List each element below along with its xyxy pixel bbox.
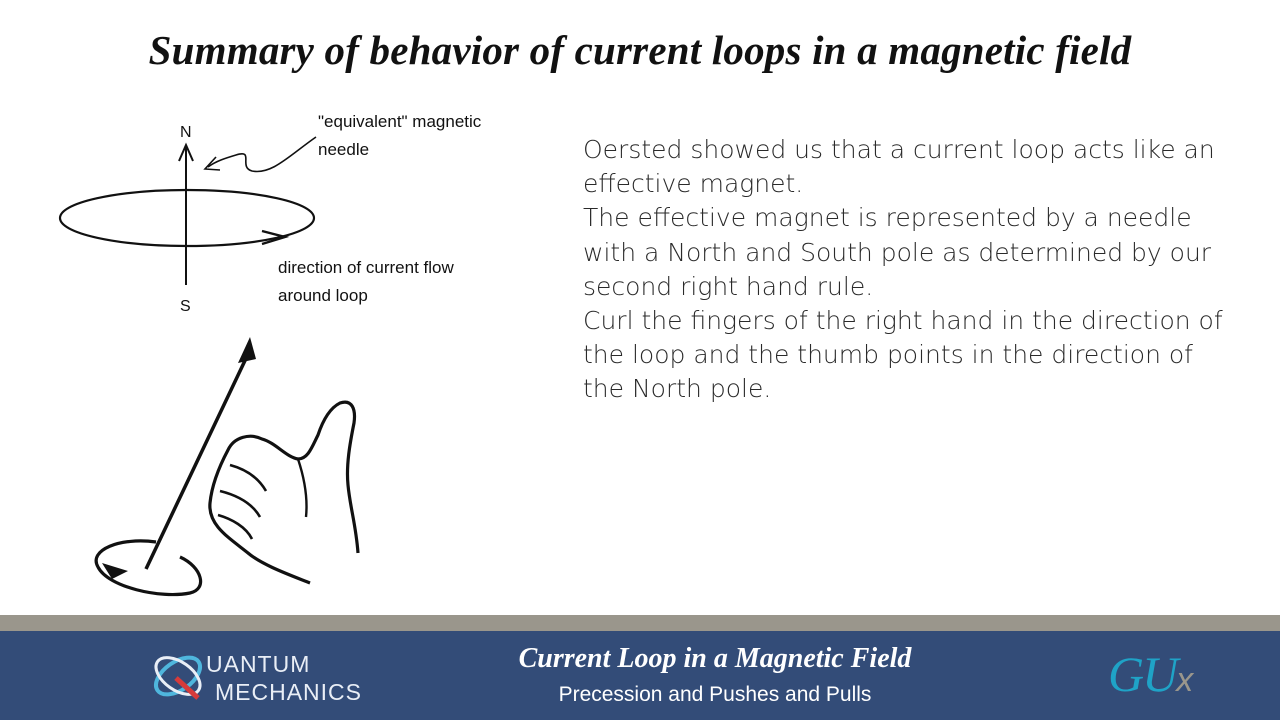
- logo-text-line2: MECHANICS: [215, 679, 363, 705]
- gux-logo-main: GU: [1108, 646, 1178, 702]
- lecture-title: Current Loop in a Magnetic Field: [518, 643, 912, 674]
- needle-pointer-curve: [207, 136, 317, 173]
- paragraph-oersted: Oersted showed us that a current loop ac…: [583, 135, 1215, 199]
- thumb-crease: [296, 458, 308, 518]
- finger-line-1: [229, 463, 268, 492]
- needle-label-line1: "equivalent" magnetic: [318, 112, 482, 131]
- logo-text-line1: UANTUM: [206, 651, 311, 677]
- south-pole-label: S: [180, 298, 191, 315]
- finger-line-3: [217, 513, 254, 540]
- north-pole-label: N: [180, 124, 192, 141]
- footer-bar: UANTUM MECHANICS Current Loop in a Magne…: [0, 631, 1280, 720]
- diagram-illustration: [58, 136, 360, 597]
- gux-logo: GUx: [1108, 645, 1193, 703]
- hand-outline: [208, 400, 360, 585]
- curl-loop: [94, 539, 203, 597]
- current-direction-arrowhead: [261, 229, 290, 246]
- north-arrowhead: [178, 142, 194, 162]
- paragraph-right-hand-rule: Curl the fingers of the right hand in th…: [583, 306, 1223, 404]
- slide-title: Summary of behavior of current loops in …: [148, 27, 1132, 73]
- gux-logo-x: x: [1176, 661, 1194, 699]
- needle-pointer-arrowhead: [203, 156, 221, 171]
- thumb-arrowhead: [238, 337, 256, 363]
- footer-stripe: [0, 615, 1280, 631]
- finger-line-2: [219, 489, 262, 518]
- current-label-line1: direction of current flow: [278, 258, 454, 277]
- current-loop-diagram: N S "equivalent" magnetic needle directi…: [40, 105, 540, 605]
- curl-arrowhead: [102, 563, 128, 579]
- needle-label-line2: needle: [318, 140, 370, 159]
- lecture-subtitle: Precession and Pushes and Pulls: [558, 683, 872, 706]
- explanation-text: Oersted showed us that a current loop ac…: [583, 133, 1223, 407]
- thumb-arrow-line: [144, 349, 252, 570]
- current-label-line2: around loop: [278, 286, 368, 305]
- quantum-mechanics-logo-icon: [154, 655, 202, 700]
- paragraph-effective-magnet: The effective magnet is represented by a…: [583, 203, 1212, 301]
